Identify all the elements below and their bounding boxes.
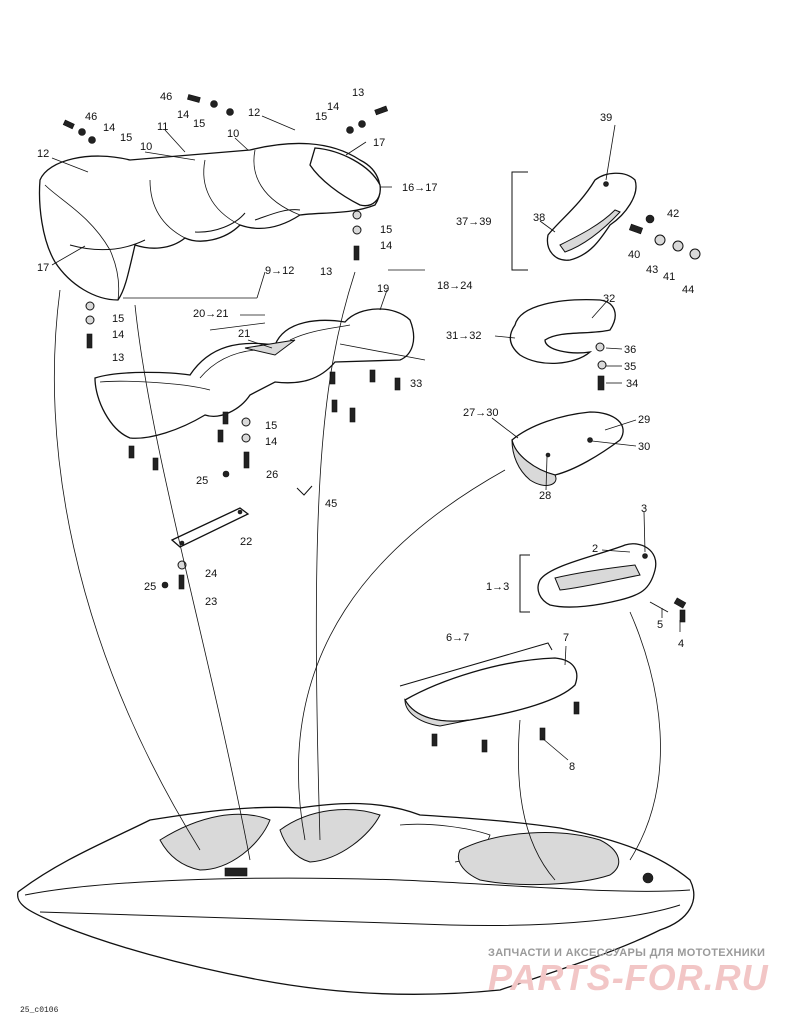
callout-8: 8 bbox=[569, 761, 575, 773]
callout-38: 38 bbox=[533, 212, 545, 224]
callout-15: 15 bbox=[265, 420, 277, 432]
handle-32 bbox=[509, 299, 616, 391]
callout-27-30: 27→30 bbox=[463, 407, 498, 419]
callout-13: 13 bbox=[320, 266, 332, 278]
callout-7: 7 bbox=[563, 632, 569, 644]
callout-5: 5 bbox=[657, 619, 663, 631]
storage-lid-7 bbox=[404, 657, 580, 753]
callout-46: 46 bbox=[85, 111, 97, 123]
bracket-6-7 bbox=[399, 642, 553, 687]
callout-15: 15 bbox=[112, 313, 124, 325]
assembly-leader-curves bbox=[54, 271, 661, 881]
bracket-45 bbox=[296, 485, 313, 496]
callout-42: 42 bbox=[667, 208, 679, 220]
rear-seat-assembly bbox=[94, 308, 415, 439]
callout-21: 21 bbox=[238, 328, 250, 340]
callout-31-32: 31→32 bbox=[446, 330, 481, 342]
callout-35: 35 bbox=[624, 361, 636, 373]
callout-15: 15 bbox=[193, 118, 205, 130]
callout-37-39: 37→39 bbox=[456, 216, 491, 228]
callout-34: 34 bbox=[626, 378, 638, 390]
callout-14: 14 bbox=[265, 436, 277, 448]
callout-17: 17 bbox=[37, 262, 49, 274]
figure-code: 25_c0106 bbox=[20, 1006, 59, 1015]
front-seat-top-hardware bbox=[62, 94, 389, 349]
callout-33: 33 bbox=[410, 378, 422, 390]
callout-24: 24 bbox=[205, 568, 217, 580]
watermark-logo: PARTS-FOR.RU bbox=[488, 957, 769, 998]
callout-16-17: 16→17 bbox=[402, 182, 437, 194]
cover-28 bbox=[511, 411, 624, 486]
callout-19: 19 bbox=[377, 283, 389, 295]
front-handle-2 bbox=[537, 543, 687, 623]
callout-1-3: 1→3 bbox=[486, 581, 509, 593]
rear-seat-hardware bbox=[128, 369, 401, 478]
callout-14: 14 bbox=[380, 240, 392, 252]
front-seat-assembly bbox=[38, 142, 381, 301]
callout-30: 30 bbox=[638, 441, 650, 453]
watermark: ЗАПЧАСТИ И АКСЕССУАРЫ ДЛЯ МОТОТЕХНИКИ PA… bbox=[488, 947, 769, 998]
callout-14: 14 bbox=[112, 329, 124, 341]
callout-9-12: 9→12 bbox=[265, 265, 294, 277]
callout-14: 14 bbox=[103, 122, 115, 134]
callout-10: 10 bbox=[140, 141, 152, 153]
callout-44: 44 bbox=[682, 284, 694, 296]
callout-25: 25 bbox=[144, 581, 156, 593]
callout-25: 25 bbox=[196, 475, 208, 487]
callout-15: 15 bbox=[120, 132, 132, 144]
callout-40: 40 bbox=[628, 249, 640, 261]
callout-28: 28 bbox=[539, 490, 551, 502]
callout-39: 39 bbox=[600, 112, 612, 124]
callout-13: 13 bbox=[352, 87, 364, 99]
callout-11: 11 bbox=[157, 121, 168, 133]
callout-15: 15 bbox=[315, 111, 327, 123]
callout-23: 23 bbox=[205, 596, 217, 608]
strap-22 bbox=[161, 507, 250, 590]
callout-22: 22 bbox=[240, 536, 252, 548]
callout-15: 15 bbox=[380, 224, 392, 236]
callout-12: 12 bbox=[248, 107, 260, 119]
callout-46: 46 bbox=[160, 91, 172, 103]
callout-13: 13 bbox=[112, 352, 124, 364]
callout-36: 36 bbox=[624, 344, 636, 356]
callout-14: 14 bbox=[327, 101, 339, 113]
callout-29: 29 bbox=[638, 414, 650, 426]
callout-10: 10 bbox=[227, 128, 239, 140]
callout-20-21: 20→21 bbox=[193, 308, 228, 320]
callout-14: 14 bbox=[177, 109, 189, 121]
callout-12: 12 bbox=[37, 148, 49, 160]
callout-18-24: 18→24 bbox=[437, 280, 472, 292]
callout-45: 45 bbox=[325, 498, 337, 510]
callout-43: 43 bbox=[646, 264, 658, 276]
callout-17: 17 bbox=[373, 137, 385, 149]
callout-6-7: 6→7 bbox=[446, 632, 469, 644]
watercraft-hull bbox=[17, 802, 695, 995]
callout-41: 41 bbox=[663, 271, 675, 283]
callout-4: 4 bbox=[678, 638, 684, 650]
callout-labels: 46 14 15 12 46 14 15 12 11 10 10 13 14 1… bbox=[37, 87, 694, 773]
callout-2: 2 bbox=[592, 543, 598, 555]
callout-26: 26 bbox=[266, 469, 278, 481]
callout-leader-lines bbox=[51, 115, 681, 761]
bracket-37-39 bbox=[511, 171, 528, 271]
callout-32: 32 bbox=[603, 293, 615, 305]
watermark-caption: ЗАПЧАСТИ И АКСЕССУАРЫ ДЛЯ МОТОТЕХНИКИ bbox=[488, 947, 765, 959]
grab-handle-38 bbox=[546, 172, 701, 261]
callout-3: 3 bbox=[641, 503, 647, 515]
bracket-1-3 bbox=[519, 554, 530, 613]
